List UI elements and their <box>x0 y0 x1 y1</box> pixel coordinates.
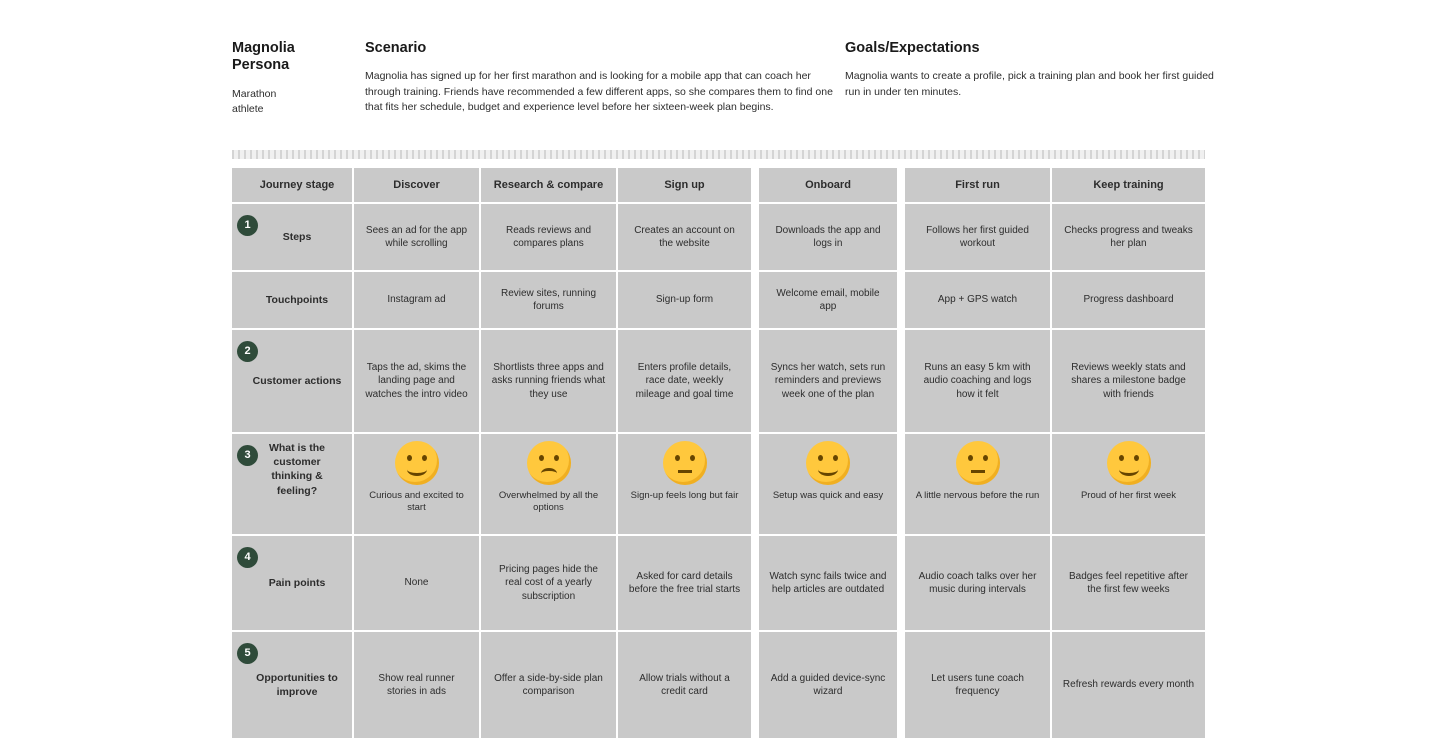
feeling-cell[interactable]: Curious and excited to start <box>354 434 479 534</box>
actions-row-label-cell[interactable]: 2 Customer actions <box>232 330 352 432</box>
action-cell[interactable]: Runs an easy 5 km with audio coaching an… <box>905 330 1050 432</box>
opportunities-row-label-cell[interactable]: 5 Opportunities to improve <box>232 632 352 738</box>
touchpoints-row-label-cell[interactable]: Touchpoints <box>232 272 352 328</box>
goals-text[interactable]: Magnolia wants to create a profile, pick… <box>845 70 1214 98</box>
stage-header-row: Journey stage Discover Research & compar… <box>232 168 1210 202</box>
row-number-badge: 2 <box>237 341 258 362</box>
corner-header-cell[interactable]: Journey stage <box>232 168 352 202</box>
pain-point-cell[interactable]: Badges feel repetitive after the first f… <box>1052 536 1205 630</box>
scenario-title[interactable]: Scenario <box>365 40 427 56</box>
steps-row-label-cell[interactable]: 1 Steps <box>232 204 352 270</box>
feeling-cell[interactable]: Overwhelmed by all the options <box>481 434 616 534</box>
opportunity-cell[interactable]: Allow trials without a credit card <box>618 632 751 738</box>
touchpoint-cell[interactable]: Review sites, running forums <box>481 272 616 328</box>
stage-header-signup[interactable]: Sign up <box>618 168 751 202</box>
happy-face-icon[interactable] <box>806 441 850 485</box>
touchpoint-cell[interactable]: Instagram ad <box>354 272 479 328</box>
steps-cell[interactable]: Creates an account on the website <box>618 204 751 270</box>
persona-title[interactable]: Magnolia Persona <box>232 40 295 74</box>
action-cell[interactable]: Shortlists three apps and asks running f… <box>481 330 616 432</box>
opportunity-cell[interactable]: Show real runner stories in ads <box>354 632 479 738</box>
pain-point-cell[interactable]: Pricing pages hide the real cost of a ye… <box>481 536 616 630</box>
action-cell[interactable]: Taps the ad, skims the landing page and … <box>354 330 479 432</box>
neutral-face-icon[interactable] <box>955 441 1000 485</box>
happy-face-icon[interactable] <box>394 441 439 485</box>
action-cell[interactable]: Reviews weekly stats and shares a milest… <box>1052 330 1205 432</box>
stage-header-onboard[interactable]: Onboard <box>759 168 897 202</box>
touchpoint-cell[interactable]: Sign-up form <box>618 272 751 328</box>
stage-header-discover[interactable]: Discover <box>354 168 479 202</box>
scenario-text[interactable]: Magnolia has signed up for her first mar… <box>365 70 833 113</box>
steps-cell[interactable]: Reads reviews and compares plans <box>481 204 616 270</box>
steps-row: 1 Steps Sees an ad for the app while scr… <box>232 204 1210 270</box>
pain-point-cell[interactable]: Asked for card details before the free t… <box>618 536 751 630</box>
touchpoint-cell[interactable]: Progress dashboard <box>1052 272 1205 328</box>
whiteboard-canvas: Magnolia Persona Marathon athlete Scenar… <box>232 40 1214 738</box>
journey-table: Journey stage Discover Research & compar… <box>232 168 1210 740</box>
persona-block: Magnolia Persona Marathon athlete <box>232 40 354 117</box>
touchpoints-row: Touchpoints Instagram ad Review sites, r… <box>232 272 1210 328</box>
steps-cell[interactable]: Downloads the app and logs in <box>759 204 897 270</box>
stage-header-keeptraining[interactable]: Keep training <box>1052 168 1205 202</box>
steps-cell[interactable]: Follows her first guided workout <box>905 204 1050 270</box>
row-number-badge: 4 <box>237 547 258 568</box>
row-number-badge: 1 <box>237 215 258 236</box>
stage-header-research[interactable]: Research & compare <box>481 168 616 202</box>
touchpoint-cell[interactable]: Welcome email, mobile app <box>759 272 897 328</box>
sad-face-icon[interactable] <box>526 441 571 485</box>
actions-row: 2 Customer actions Taps the ad, skims th… <box>232 330 1210 432</box>
opportunity-cell[interactable]: Let users tune coach frequency <box>905 632 1050 738</box>
row-number-badge: 5 <box>237 643 258 664</box>
touchpoint-cell[interactable]: App + GPS watch <box>905 272 1050 328</box>
steps-cell[interactable]: Sees an ad for the app while scrolling <box>354 204 479 270</box>
action-cell[interactable]: Syncs her watch, sets run reminders and … <box>759 330 897 432</box>
stage-header-firstrun[interactable]: First run <box>905 168 1050 202</box>
feelings-row: 3 What is the customer thinking & feelin… <box>232 434 1210 534</box>
neutral-face-icon[interactable] <box>662 441 707 485</box>
action-cell[interactable]: Enters profile details, race date, weekl… <box>618 330 751 432</box>
opportunity-cell[interactable]: Offer a side-by-side plan comparison <box>481 632 616 738</box>
opportunity-cell[interactable]: Refresh rewards every month <box>1052 632 1205 738</box>
scenario-block: Scenario Magnolia has signed up for her … <box>365 40 835 115</box>
opportunities-row: 5 Opportunities to improve Show real run… <box>232 632 1210 738</box>
section-divider-ruler <box>232 150 1205 159</box>
goals-block: Goals/Expectations Magnolia wants to cre… <box>845 40 1217 100</box>
pain-point-cell[interactable]: Audio coach talks over her music during … <box>905 536 1050 630</box>
feeling-cell[interactable]: Setup was quick and easy <box>759 434 897 534</box>
row-number-badge: 3 <box>237 445 258 466</box>
pain-points-row-label-cell[interactable]: 4 Pain points <box>232 536 352 630</box>
opportunity-cell[interactable]: Add a guided device-sync wizard <box>759 632 897 738</box>
feelings-row-label-cell[interactable]: 3 What is the customer thinking & feelin… <box>232 434 352 534</box>
goals-title[interactable]: Goals/Expectations <box>845 40 980 56</box>
persona-subtitle[interactable]: Marathon athlete <box>232 87 277 115</box>
journey-map-header: Magnolia Persona Marathon athlete Scenar… <box>232 40 1214 148</box>
happy-face-icon[interactable] <box>1106 441 1151 485</box>
feeling-cell[interactable]: A little nervous before the run <box>905 434 1050 534</box>
pain-point-cell[interactable]: Watch sync fails twice and help articles… <box>759 536 897 630</box>
pain-points-row: 4 Pain points None Pricing pages hide th… <box>232 536 1210 630</box>
steps-cell[interactable]: Checks progress and tweaks her plan <box>1052 204 1205 270</box>
feeling-cell[interactable]: Proud of her first week <box>1052 434 1205 534</box>
pain-point-cell[interactable]: None <box>354 536 479 630</box>
feeling-cell[interactable]: Sign-up feels long but fair <box>618 434 751 534</box>
